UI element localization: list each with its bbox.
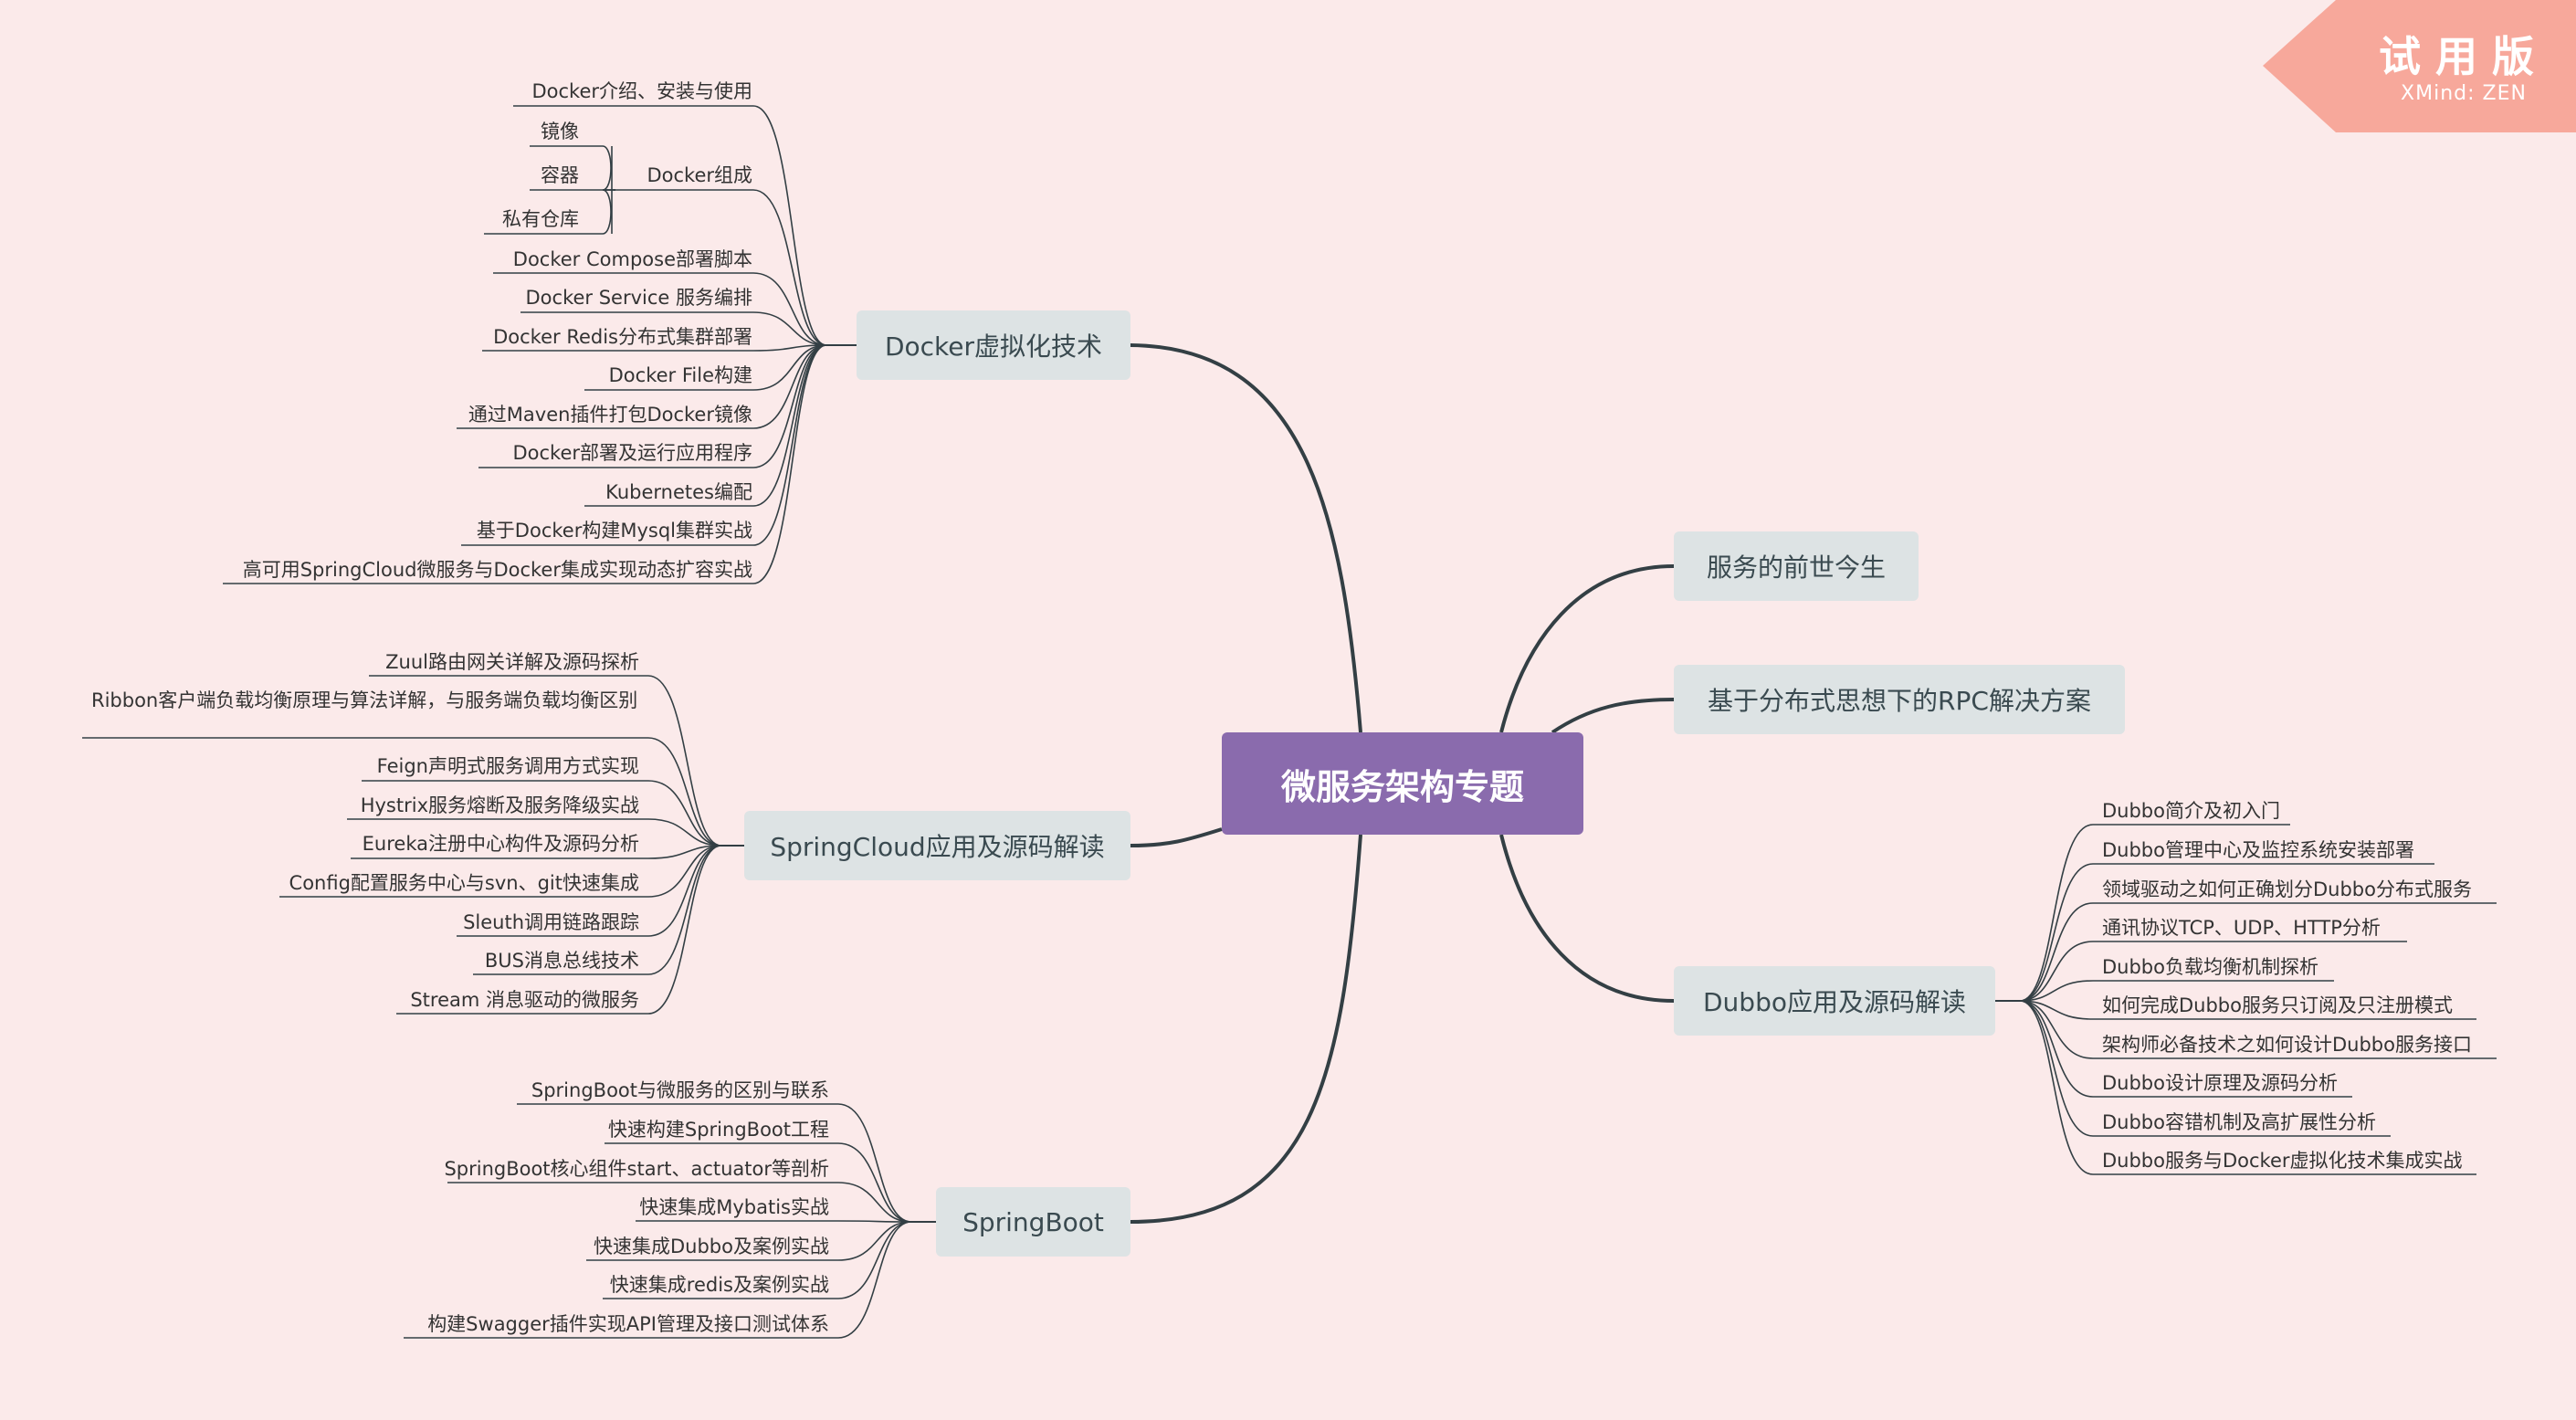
- branch-rpc[interactable]: 基于分布式思想下的RPC解决方案: [1674, 665, 2125, 734]
- connector-springcloud-item-1: [369, 675, 744, 847]
- connector-dubbo-item-10: [1995, 1000, 2476, 1175]
- docker-sub-registry[interactable]: 私有仓库: [502, 208, 579, 230]
- connector-docker: [1130, 343, 1362, 733]
- connector-docker-sub-3: [484, 189, 615, 235]
- docker-item-9[interactable]: Kubernetes编配: [605, 481, 752, 503]
- docker-item-5[interactable]: Docker Redis分布式集群部署: [493, 326, 752, 348]
- dubbo-item-9[interactable]: Dubbo容错机制及高扩展性分析: [2102, 1111, 2376, 1133]
- springboot-item-4[interactable]: 快速集成Mybatis实战: [639, 1196, 829, 1218]
- docker-item-7[interactable]: 通过Maven插件打包Docker镜像: [468, 404, 752, 426]
- connector-springboot: [1130, 834, 1362, 1224]
- connector-docker-item-11: [223, 344, 857, 584]
- central-topic[interactable]: 微服务架构专题: [1222, 732, 1583, 835]
- docker-item-6[interactable]: Docker File构建: [608, 364, 752, 386]
- docker-item-11[interactable]: 高可用SpringCloud微服务与Docker集成实现动态扩容实战: [242, 559, 752, 581]
- connector-springboot-item-4: [636, 1220, 936, 1223]
- connector-docker-item-2: [614, 189, 857, 346]
- connector-springboot-item-7: [404, 1221, 936, 1339]
- trial-watermark: 试用版 XMind: ZEN: [2263, 0, 2576, 132]
- dubbo-item-8[interactable]: Dubbo设计原理及源码分析: [2102, 1072, 2338, 1094]
- connector-springcloud-item-2: [82, 737, 744, 847]
- springboot-item-3[interactable]: SpringBoot核心组件start、actuator等剖析: [444, 1158, 829, 1180]
- connector-springboot-item-1: [517, 1103, 936, 1223]
- docker-item-3[interactable]: Docker Compose部署脚本: [512, 248, 752, 270]
- dubbo-item-2[interactable]: Dubbo管理中心及监控系统安装部署: [2102, 839, 2414, 861]
- watermark-title: 试用版: [2379, 32, 2549, 81]
- springcloud-item-9[interactable]: Stream 消息驱动的微服务: [410, 989, 639, 1011]
- branch-dubbo[interactable]: Dubbo应用及源码解读: [1674, 966, 1995, 1036]
- springboot-item-5[interactable]: 快速集成Dubbo及案例实战: [594, 1236, 829, 1257]
- watermark-subtitle: XMind: ZEN: [2401, 82, 2527, 105]
- connector-rpc: [1551, 698, 1675, 734]
- dubbo-item-1[interactable]: Dubbo简介及初入门: [2102, 800, 2280, 822]
- watermark-ribbon-shape: [2263, 0, 2576, 132]
- springcloud-item-8[interactable]: BUS消息总线技术: [484, 950, 639, 972]
- connector-history: [1499, 564, 1675, 733]
- dubbo-item-5[interactable]: Dubbo负载均衡机制探析: [2102, 956, 2318, 978]
- branch-docker[interactable]: Docker虚拟化技术: [857, 310, 1130, 380]
- springcloud-item-5[interactable]: Eureka注册中心构件及源码分析: [362, 833, 639, 855]
- springboot-item-7[interactable]: 构建Swagger插件实现API管理及接口测试体系: [427, 1313, 829, 1335]
- connector-springcloud: [1130, 827, 1223, 847]
- connector-dubbo-item-1: [1995, 824, 2290, 1002]
- docker-item-2[interactable]: Docker组成: [647, 164, 752, 186]
- connector-springcloud-item-9: [396, 845, 744, 1015]
- branch-history[interactable]: 服务的前世今生: [1674, 531, 1919, 601]
- docker-item-4[interactable]: Docker Service 服务编排: [525, 287, 753, 309]
- connector-dubbo: [1499, 834, 1675, 1003]
- docker-sub-container[interactable]: 容器: [541, 164, 579, 186]
- springcloud-item-3[interactable]: Feign声明式服务调用方式实现: [376, 755, 639, 777]
- docker-item-8[interactable]: Docker部署及运行应用程序: [512, 442, 752, 464]
- docker-item-1[interactable]: Docker介绍、安装与使用: [531, 80, 752, 102]
- dubbo-item-7[interactable]: 架构师必备技术之如何设计Dubbo服务接口: [2102, 1034, 2472, 1056]
- main-connectors: [1130, 343, 1675, 1224]
- springcloud-item-6[interactable]: Config配置服务中心与svn、git快速集成: [289, 872, 639, 894]
- springboot-item-1[interactable]: SpringBoot与微服务的区别与联系: [531, 1079, 829, 1101]
- branch-springcloud[interactable]: SpringCloud应用及源码解读: [744, 811, 1130, 880]
- dubbo-item-10[interactable]: Dubbo服务与Docker虚拟化技术集成实战: [2102, 1150, 2463, 1172]
- springboot-item-2[interactable]: 快速构建SpringBoot工程: [607, 1119, 829, 1141]
- sub-connectors: [82, 105, 2497, 1339]
- docker-sub-image[interactable]: 镜像: [541, 121, 579, 142]
- springcloud-item-2[interactable]: Ribbon客户端负载均衡原理与算法详解，与服务端负载均衡区别: [91, 689, 638, 711]
- springcloud-item-1[interactable]: Zuul路由网关详解及源码探析: [385, 651, 639, 673]
- connector-docker-item-1: [513, 105, 857, 346]
- dubbo-item-6[interactable]: 如何完成Dubbo服务只订阅及只注册模式: [2102, 994, 2453, 1016]
- springboot-item-6[interactable]: 快速集成redis及案例实战: [609, 1274, 829, 1296]
- connector-dubbo-item-2: [1995, 863, 2434, 1002]
- dubbo-item-3[interactable]: 领域驱动之如何正确划分Dubbo分布式服务: [2102, 878, 2472, 900]
- springcloud-item-7[interactable]: Sleuth调用链路跟踪: [463, 911, 639, 933]
- dubbo-item-4[interactable]: 通讯协议TCP、UDP、HTTP分析: [2102, 917, 2381, 939]
- branch-springboot[interactable]: SpringBoot: [936, 1187, 1130, 1257]
- springcloud-item-4[interactable]: Hystrix服务熔断及服务降级实战: [360, 794, 639, 816]
- docker-item-10[interactable]: 基于Docker构建Mysql集群实战: [476, 520, 752, 542]
